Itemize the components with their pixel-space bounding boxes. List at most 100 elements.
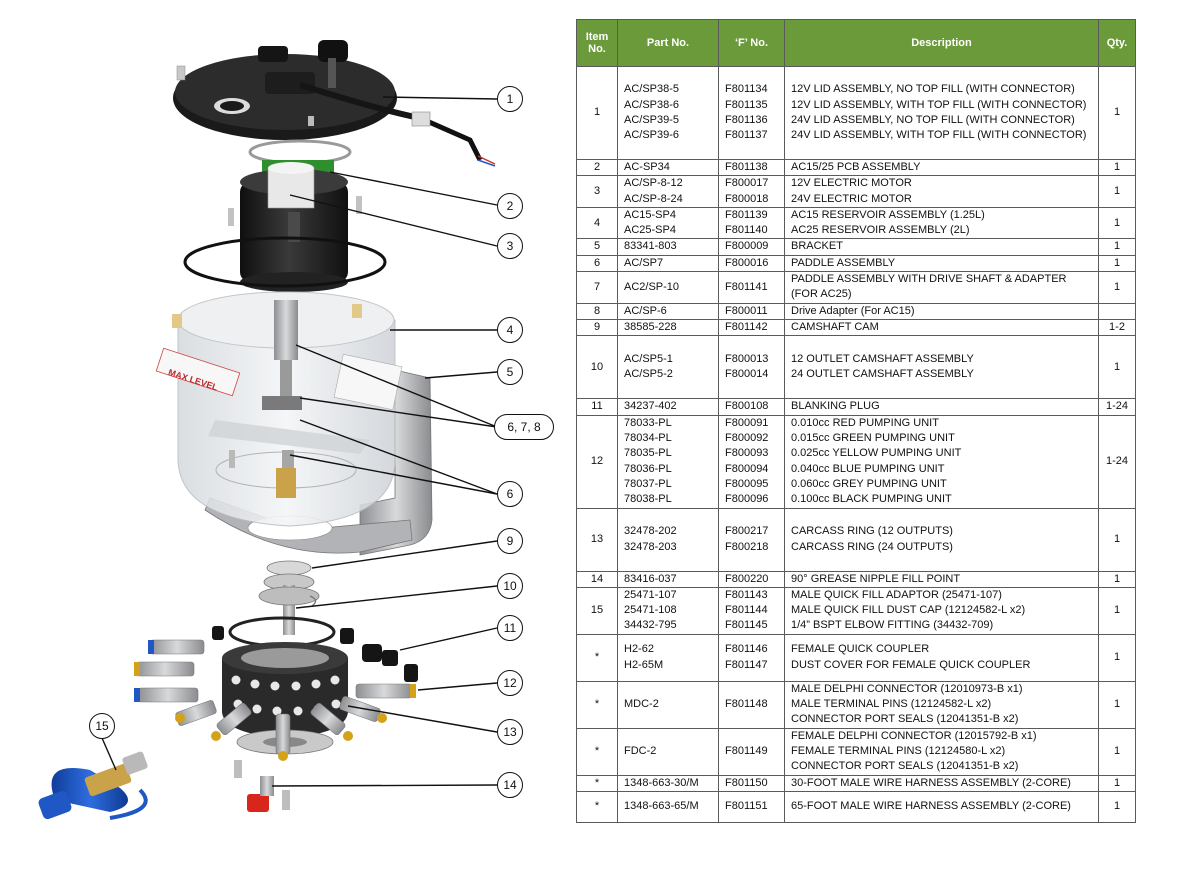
cell-item-no: * [576,680,618,729]
cell-f-no: F801149 [718,727,785,776]
callout-9: 9 [497,528,523,554]
callout-2: 2 [497,193,523,219]
reservoir-o-ring [183,236,387,288]
cell-part-no: FDC-2 [617,727,719,776]
cell-qty: 1 [1098,238,1136,256]
callout-4: 4 [497,317,523,343]
cell-part-no: H2-62 H2-65M [617,633,719,682]
cell-f-no: F800220 [718,570,785,588]
cell-item-no: 15 [576,586,618,635]
callout-12: 12 [497,670,523,696]
cell-description: 65-FOOT MALE WIRE HARNESS ASSEMBLY (2-CO… [784,791,1099,824]
cell-item-no: 8 [576,302,618,320]
cell-f-no: F801143 F801144 F801145 [718,586,785,635]
header-f-no: ‘F’ No. [718,19,785,67]
cell-item-no: * [576,791,618,824]
cell-part-no: AC/SP7 [617,254,719,273]
cell-description: PADDLE ASSEMBLY [784,254,1099,273]
lid-o-ring [248,139,352,165]
callout-6-7-8: 6, 7, 8 [494,414,554,440]
lid-assembly [173,40,496,167]
blanking-plugs [212,626,418,682]
cell-qty: 1 [1098,507,1136,572]
cell-item-no: 13 [576,507,618,572]
cell-description: PADDLE ASSEMBLY WITH DRIVE SHAFT & ADAPT… [784,271,1099,304]
cell-qty: 1 [1098,791,1136,824]
cell-item-no: 6 [576,254,618,273]
cell-item-no: 1 [576,66,618,160]
cell-item-no: 5 [576,238,618,256]
cell-description: 30-FOOT MALE WIRE HARNESS ASSEMBLY (2-CO… [784,774,1099,793]
camshaft [258,560,320,635]
cell-part-no: 83341-803 [617,238,719,256]
cell-item-no: 11 [576,398,618,416]
cell-qty: 1-2 [1098,318,1136,337]
cell-qty: 1 [1098,570,1136,588]
cell-f-no: F800217 F800218 [718,507,785,572]
cell-f-no: F801138 [718,158,785,177]
cell-item-no: * [576,727,618,776]
cell-part-no: 83416-037 [617,570,719,588]
cell-description: 12 OUTLET CAMSHAFT ASSEMBLY 24 OUTLET CA… [784,335,1099,400]
cell-description: FEMALE DELPHI CONNECTOR (12015792-B x1) … [784,727,1099,776]
cell-part-no: MDC-2 [617,680,719,729]
cell-description: MALE QUICK FILL ADAPTOR (25471-107) MALE… [784,586,1099,635]
cell-f-no: F801134 F801135 F801136 F801137 [718,66,785,160]
cell-qty: 1 [1098,335,1136,400]
pumping-units [134,639,416,761]
cell-description: 0.010cc RED PUMPING UNIT 0.015cc GREEN P… [784,414,1099,509]
cell-item-no: * [576,774,618,793]
cell-qty: 1-24 [1098,414,1136,509]
cell-description: AC15 RESERVOIR ASSEMBLY (1.25L) AC25 RES… [784,206,1099,240]
cell-part-no: 38585-228 [617,318,719,337]
cell-qty: 1 [1098,727,1136,776]
table-header-row: Item No. Part No. ‘F’ No. Description Qt… [576,19,1136,67]
carcass-o-ring [228,616,336,648]
header-item-no: Item No. [576,19,618,67]
exploded-diagram: MAX LEVEL 1 2 3 4 5 6, 7, 8 6 9 10 11 12… [0,0,570,873]
cell-f-no: F800108 [718,398,785,416]
cell-part-no: 78033-PL 78034-PL 78035-PL 78036-PL 7803… [617,414,719,509]
cell-item-no: 9 [576,318,618,337]
cell-item-no: 4 [576,206,618,240]
cell-f-no: F801148 [718,680,785,729]
cell-part-no: AC/SP38-5 AC/SP38-6 AC/SP39-5 AC/SP39-6 [617,66,719,160]
cell-part-no: AC/SP5-1 AC/SP5-2 [617,335,719,400]
cell-description: 12V ELECTRIC MOTOR 24V ELECTRIC MOTOR [784,175,1099,208]
cell-qty: 1 [1098,774,1136,793]
cell-f-no: F800091 F800092 F800093 F800094 F800095 … [718,414,785,509]
cell-item-no: 3 [576,175,618,208]
callout-10: 10 [497,573,523,599]
cell-f-no: F801146 F801147 [718,633,785,682]
quick-fill-adaptor [38,751,148,820]
cell-f-no: F800009 [718,238,785,256]
cell-part-no: 34237-402 [617,398,719,416]
cell-description: CARCASS RING (12 OUTPUTS) CARCASS RING (… [784,507,1099,572]
grease-nipple [234,760,290,812]
header-part-no: Part No. [617,19,719,67]
cell-part-no: 1348-663-30/M [617,774,719,793]
cell-item-no: 14 [576,570,618,588]
callout-15: 15 [89,713,115,739]
cell-qty [1098,302,1136,320]
cell-description: AC15/25 PCB ASSEMBLY [784,158,1099,177]
cell-part-no: AC15-SP4 AC25-SP4 [617,206,719,240]
cell-qty: 1 [1098,680,1136,729]
